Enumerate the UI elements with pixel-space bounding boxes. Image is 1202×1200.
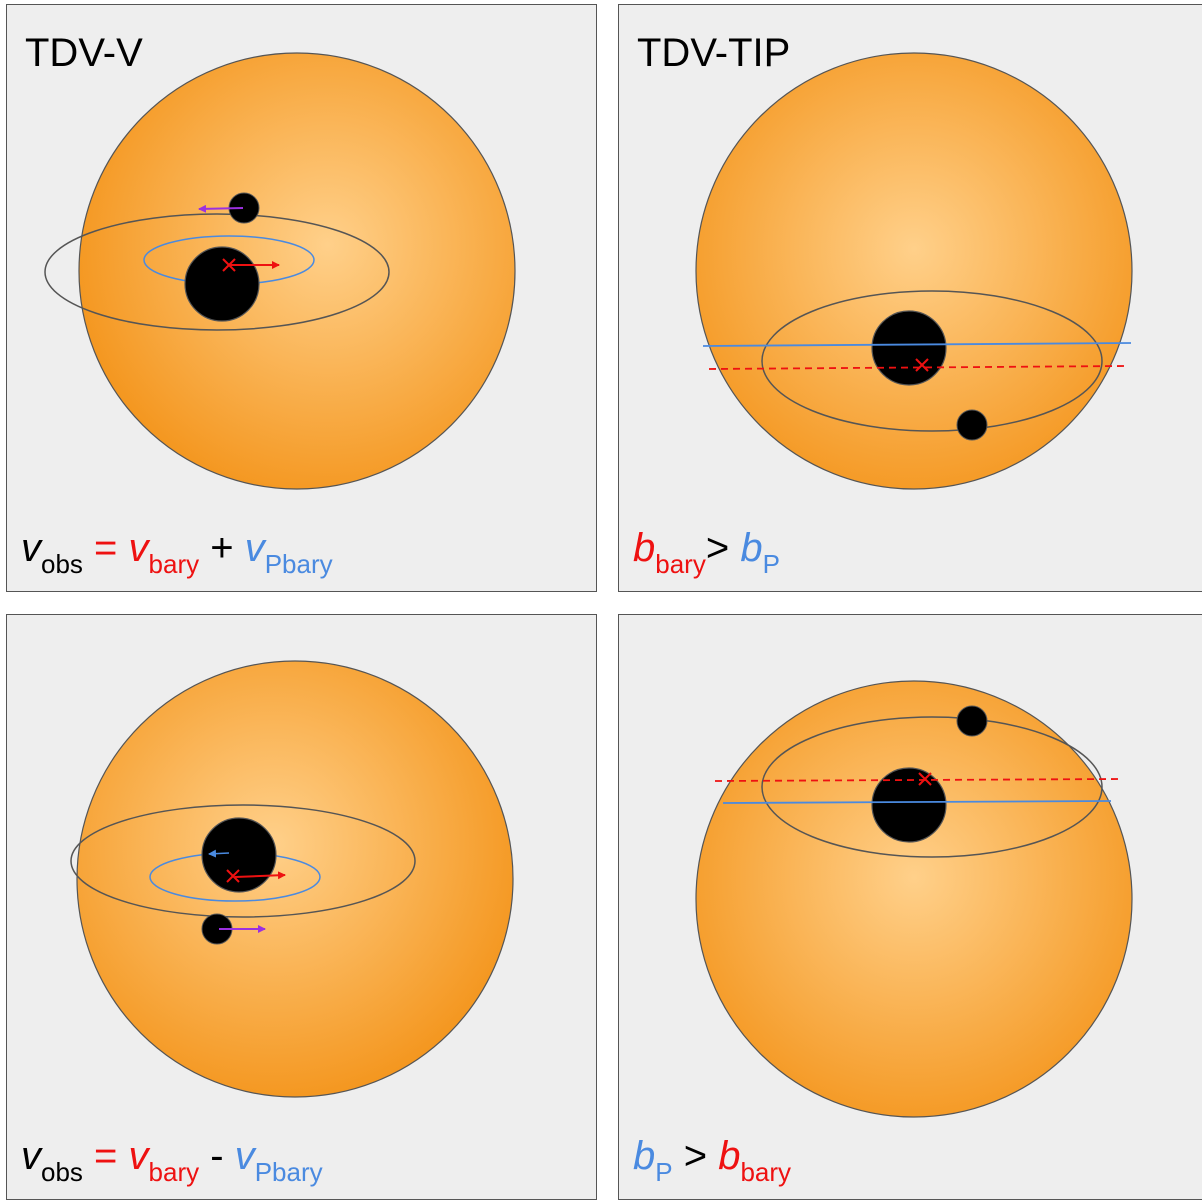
barycenter-marker [222,258,236,272]
moon-velocity-arrow [198,204,244,213]
planet [871,310,947,386]
moon-orbit [761,716,1103,858]
star [76,660,514,1098]
formula-impact-comparison-reversed: bP > bbary [633,1134,792,1187]
panel-title: TDV-TIP [637,31,791,75]
panel-velocity-difference: vobs = vbary - vPbary [6,614,597,1200]
barycenter-marker [918,772,932,786]
planet [201,817,277,893]
planet-transit-chord [722,800,1112,804]
blue-arrow [208,849,230,858]
diagram-velocity-difference [70,660,514,1098]
barycenter-transit-chord [714,778,1120,782]
moon [956,409,988,441]
barycenter-marker [226,869,240,883]
barycenter-marker [915,358,929,372]
moon-orbit [44,213,390,331]
diagram-tdv-tip [695,52,1133,490]
star [695,52,1133,490]
formula-impact-comparison: bbary> bP [633,526,780,579]
panel-tdv-tip: TDV-TIP bbary> bP [618,4,1202,592]
moon-orbit [70,804,416,918]
planet [871,767,947,843]
panel-title: TDV-V [25,31,143,75]
star [78,52,516,490]
panel-impact-reversed: bP > bbary [618,614,1202,1200]
planet-transit-chord [702,342,1132,347]
diagram-impact-reversed [695,680,1133,1118]
barycenter-transit-chord [708,365,1125,370]
formula-velocity-sum: vobs = vbary + vPbary [21,526,333,579]
barycenter-velocity-arrow [234,871,286,880]
formula-velocity-difference: vobs = vbary - vPbary [21,1134,323,1187]
moon-orbit [761,290,1103,432]
moon [956,705,988,737]
star [695,680,1133,1118]
diagram-tdv-v [44,52,516,490]
panel-tdv-v: TDV-V vobs = vbary + vPbary [6,4,597,592]
planet [184,246,260,322]
